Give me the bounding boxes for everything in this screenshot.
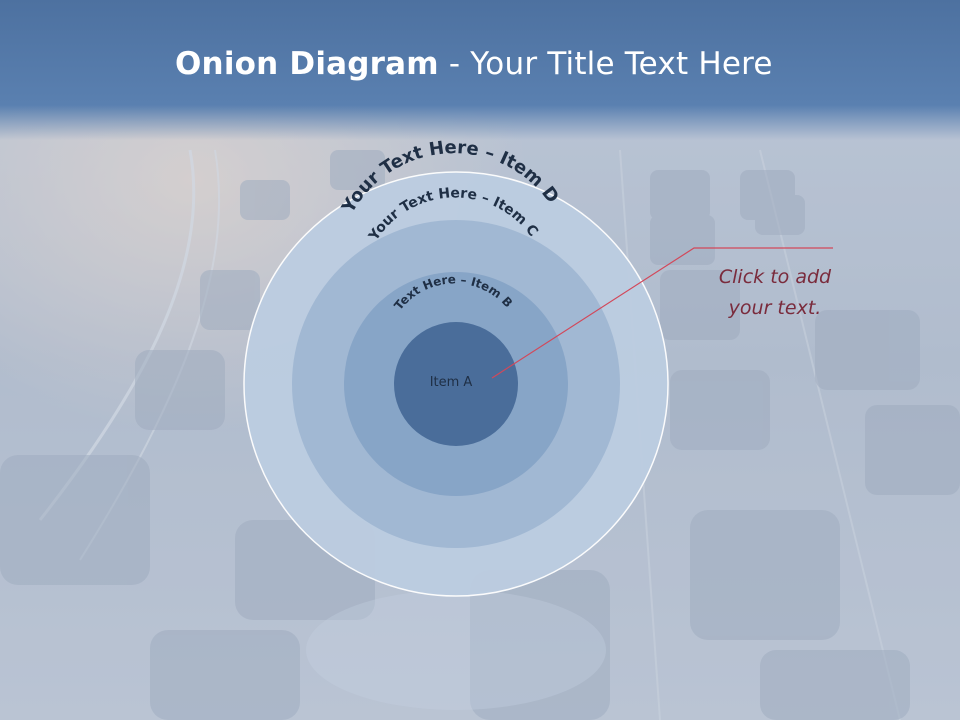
callout-line-2: your text. xyxy=(728,297,822,319)
slide-title-bold: Onion Diagram xyxy=(175,46,439,82)
callout-line-1: Click to add xyxy=(718,266,832,288)
slide-title-rest: - Your Title Text Here xyxy=(438,46,773,82)
label-item-a: Item A xyxy=(430,375,473,390)
callout-connector-line xyxy=(491,247,833,379)
core-item-a[interactable] xyxy=(394,322,518,446)
title-bar xyxy=(0,0,960,140)
callout-text[interactable]: Click to add your text. xyxy=(690,262,860,324)
slide-title[interactable]: Onion Diagram - Your Title Text Here xyxy=(175,46,773,82)
ring-reflection xyxy=(306,590,606,710)
